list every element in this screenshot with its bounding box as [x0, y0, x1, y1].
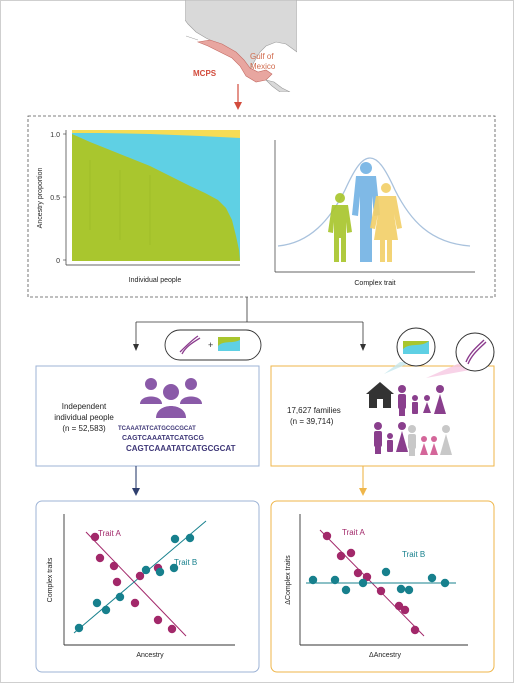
- right-trait-b-label: Trait B: [402, 550, 425, 559]
- gulf-label-line1: Gulf of: [250, 52, 274, 61]
- dna-callout: [426, 332, 495, 378]
- dna-line-3: CAGTCAAATATCATGCGCAT: [126, 444, 236, 453]
- dna-line-2: CAGTCAAATATCATGCG: [122, 435, 204, 442]
- left-trait-a-point-1: [90, 532, 100, 542]
- family-3-icon: [408, 425, 452, 456]
- ytick-0-5: 0.5: [50, 195, 60, 202]
- right-trait-a-label: Trait A: [342, 528, 365, 537]
- dna-icon: [179, 335, 201, 355]
- right-trait-a-point-7: [394, 601, 404, 611]
- right-plot-ylabel: ΔComplex traits: [285, 555, 292, 605]
- family-2-icon: [374, 422, 408, 454]
- left-trait-b-point-5: [141, 565, 151, 575]
- left-down-arrow: [132, 466, 140, 496]
- left-trait-a-points: [90, 532, 177, 634]
- ancestry-ylabel: Ancestry proportion: [37, 168, 44, 229]
- ytick-1-0: 1.0: [50, 132, 60, 139]
- right-trait-a-point-5: [362, 572, 372, 582]
- left-trait-a-point-2: [95, 553, 105, 563]
- right-down-arrow: [359, 466, 367, 496]
- left-cohort-box: [35, 365, 260, 467]
- right-trait-b-point-6: [396, 584, 406, 594]
- right-trait-a-point-8: [400, 605, 410, 615]
- left-trait-b-point-9: [169, 563, 179, 573]
- left-trait-b-point-6: [155, 567, 165, 577]
- dna-sequence-text: TCAAATATCATGCGCGCAT CAGTCAAATATCATGCG CA…: [118, 426, 236, 453]
- person-tall-icon: [352, 162, 380, 262]
- right-trait-a-point-9: [410, 625, 420, 635]
- ancestry-xlabel: Individual people: [129, 277, 182, 284]
- dna-line-1: TCAAATATCATGCGCGCAT: [118, 426, 196, 432]
- left-trait-a-point-5: [135, 571, 145, 581]
- left-scatter-plot: Complex traits Ancestry Trait A Trait B: [47, 514, 235, 659]
- left-trait-b-points: [74, 533, 195, 633]
- gulf-label-line2: Mexico: [250, 62, 276, 71]
- right-trait-a-point-4: [353, 568, 363, 578]
- left-plot-ylabel: Complex traits: [47, 557, 54, 602]
- north-america-map: [185, 0, 297, 92]
- left-trait-a-label: Trait A: [98, 529, 121, 538]
- right-plot-xlabel: ΔAncestry: [369, 652, 401, 659]
- left-trait-b-point-2: [92, 598, 102, 608]
- ancestry-green-area: [72, 134, 240, 261]
- left-trait-a-fit: [85, 531, 187, 637]
- mcps-label: MCPS: [193, 69, 217, 78]
- left-box-line1: Independent: [62, 402, 107, 411]
- family-1-icon: [398, 385, 446, 416]
- right-trait-b-point-9: [440, 578, 450, 588]
- right-trait-b-points: [308, 567, 450, 595]
- person-green-icon: [328, 193, 352, 262]
- left-trait-a-point-3: [109, 561, 119, 571]
- trait-distribution-chart: Complex trait: [274, 140, 475, 287]
- right-trait-a-points: [322, 531, 420, 635]
- person-yellow-icon: [370, 183, 402, 262]
- right-box-line2: (n = 39,714): [290, 417, 334, 426]
- right-cohort-box: [270, 365, 495, 467]
- top-panel-border: [27, 115, 496, 298]
- left-plot-box: [35, 500, 260, 673]
- right-trait-b-point-5: [381, 567, 391, 577]
- plus-sign: +: [208, 340, 213, 350]
- segment-callout: [384, 327, 436, 374]
- left-trait-a-point-7: [130, 598, 140, 608]
- left-trait-a-point-8: [153, 615, 163, 625]
- bell-curve: [277, 157, 471, 247]
- left-trait-a-point-4: [112, 577, 122, 587]
- right-trait-b-point-3: [341, 585, 351, 595]
- left-trait-b-point-3: [101, 605, 111, 615]
- ytick-0: 0: [56, 258, 60, 265]
- right-trait-a-point-2: [336, 551, 346, 561]
- ancestry-yellow-area: [72, 130, 240, 138]
- right-trait-a-point-3: [346, 548, 356, 558]
- right-scatter-plot: ΔComplex traits ΔAncestry Trait A Trait …: [285, 514, 468, 659]
- map-arrow-head: [234, 102, 242, 110]
- genotype-bubble: +: [164, 329, 262, 361]
- right-trait-a-point-1: [322, 531, 332, 541]
- ancestry-chart: 0 0.5 1.0 Ancestry proportion Individual…: [37, 130, 240, 284]
- left-trait-b-point-8: [185, 533, 195, 543]
- right-trait-a-point-6: [376, 586, 386, 596]
- left-trait-b-point-1: [74, 623, 84, 633]
- ancestry-segment-icon: [218, 337, 240, 351]
- left-plot-xlabel: Ancestry: [136, 652, 164, 659]
- right-box-line1: 17,627 families: [287, 406, 341, 415]
- right-trait-b-point-2: [330, 575, 340, 585]
- left-box-line2: individual people: [54, 413, 114, 422]
- right-trait-b-point-4: [358, 578, 368, 588]
- people-group-icon: [140, 378, 202, 418]
- split-connector: [133, 297, 366, 351]
- left-trait-b-point-7: [170, 534, 180, 544]
- right-plot-box: [270, 500, 495, 673]
- left-trait-a-point-9: [167, 624, 177, 634]
- left-box-line3: (n = 52,583): [62, 424, 106, 433]
- right-trait-b-point-1: [308, 575, 318, 585]
- house-icon: [366, 382, 394, 408]
- trait-xlabel: Complex trait: [354, 280, 395, 287]
- right-trait-b-point-8: [427, 573, 437, 583]
- left-trait-b-point-4: [115, 592, 125, 602]
- right-trait-b-point-7: [404, 585, 414, 595]
- left-trait-b-label: Trait B: [174, 558, 197, 567]
